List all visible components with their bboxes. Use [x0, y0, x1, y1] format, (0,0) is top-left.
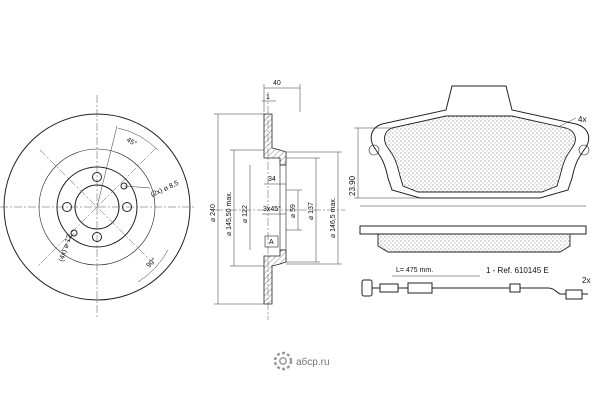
datum-box — [264, 235, 279, 248]
sensor-clip-1 — [407, 282, 433, 294]
angle-arc-90 — [137, 249, 169, 283]
sensor-head — [361, 279, 373, 297]
dim-240-label: ⌀ 240 — [210, 204, 217, 222]
wear-sensor: L= 475 mm. 1 - Ref. 610145 E 2x — [361, 266, 590, 300]
sensor-quantity-label: 2x — [582, 276, 590, 285]
brake-pad-side-view — [359, 205, 587, 253]
pad-tab-hole-left — [368, 144, 380, 156]
hole-pattern-4x-label: (4x) ⌀ 12 — [58, 234, 73, 263]
bolt-hole — [122, 202, 132, 212]
dim-59-label: ⌀ 59 — [290, 204, 297, 218]
sensor-reference-label: 1 - Ref. 610145 E — [486, 266, 549, 275]
pad-tab-hole-right — [578, 144, 590, 156]
pad-backing-plate — [370, 85, 590, 199]
pad-friction-material — [384, 115, 576, 193]
chamfer-label: 3x45° — [263, 205, 281, 213]
leader-hole-12 — [61, 232, 75, 251]
bolt-hole — [92, 232, 102, 242]
disc-section-lower — [263, 249, 287, 305]
datum-label: A — [269, 239, 274, 246]
center-line-45 — [39, 149, 157, 267]
pad-quantity-leader — [559, 117, 577, 127]
sensor-plug — [565, 289, 583, 300]
hole-pattern-2x-label: (2x) ⌀ 8,5 — [150, 180, 180, 199]
sensor-length-label: L= 475 mm. — [396, 267, 433, 274]
disc-section-upper — [263, 113, 287, 166]
leader-hole-8-5 — [123, 185, 151, 189]
angle-label-45: 45° — [125, 136, 138, 148]
sensor-cable-3 — [520, 287, 566, 295]
dim-1-label: 1 — [266, 94, 270, 101]
sensor-clip-2 — [509, 283, 521, 293]
sensor-connector-block — [379, 283, 399, 293]
disc-front-view: 45° 90° (4x) ⌀ 12 (2x) ⌀ 8,5 — [0, 95, 196, 318]
dim-122-label: ⌀ 122 — [242, 205, 249, 223]
watermark: aбcp.ru — [273, 351, 330, 371]
pad-height-label: 23.90 — [348, 175, 357, 196]
dim-146-label: ⌀ 146,5 max. — [330, 197, 337, 238]
dim-145-label: ⌀ 145,50 max. — [226, 191, 233, 236]
pin-hole — [70, 229, 78, 237]
brake-pad-top-view: 4x 23.90 — [348, 85, 590, 199]
bolt-hole — [92, 172, 102, 182]
bolt-hole — [62, 202, 72, 212]
dim-34-label: 34 — [268, 176, 276, 183]
angle-arc-45 — [117, 127, 159, 151]
disc-section-view: 40 1 34 ⌀ 240 ⌀ 145,50 max. ⌀ 122 ⌀ 59 ⌀… — [210, 80, 345, 320]
angle-label-90: 90° — [145, 256, 158, 269]
pad-side-friction — [377, 233, 571, 253]
dim-40-label: 40 — [273, 80, 281, 87]
hub-face — [279, 164, 287, 251]
gear-icon — [273, 351, 293, 371]
angle-leader-45 — [96, 125, 118, 208]
pad-side-backing — [359, 225, 587, 235]
dim-137-label: ⌀ 137 — [308, 202, 315, 220]
pad-quantity-label: 4x — [578, 115, 586, 124]
watermark-text: aбcp.ru — [296, 356, 330, 368]
